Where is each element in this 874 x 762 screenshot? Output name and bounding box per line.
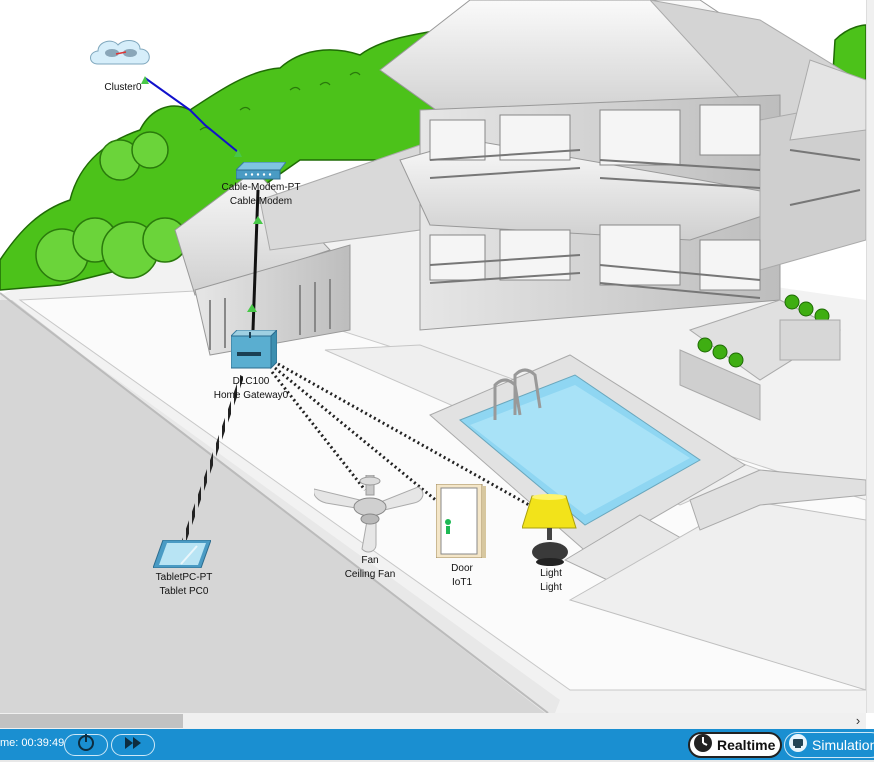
simulation-mode-tab[interactable]: Simulation [784,732,874,758]
simulation-icon [788,733,808,758]
home-gateway-icon[interactable] [229,328,279,370]
clock-icon [693,733,713,758]
ceiling-fan-name-label: Ceiling Fan [344,569,396,580]
fast-forward-button[interactable] [111,734,155,756]
house-background [0,0,866,713]
simulation-label: Simulation [812,737,874,753]
tablet-pc-icon[interactable] [152,539,212,569]
cluster-icon[interactable] [88,36,154,72]
tablet-pc-type-label: TabletPC-PT [155,572,213,583]
cable-modem-name-label: Cable Modem [229,196,293,207]
door-icon[interactable] [435,483,486,559]
realtime-label: Realtime [717,737,776,753]
scroll-right-arrow[interactable]: › [855,713,861,728]
logical-workspace[interactable]: Cluster0 Cable-Modem-PT Cable Modem DLC1… [0,0,866,713]
tablet-pc-name-label: Tablet PC0 [159,586,209,597]
cable-modem-type-label: Cable-Modem-PT [221,182,301,193]
lamp-name-label: Light [540,582,562,593]
lamp-type-label: Light [540,568,562,579]
cluster-label: Cluster0 [104,82,142,93]
vertical-scrollbar[interactable] [866,0,874,713]
door-name-label: IoT1 [451,577,473,588]
door-type-label: Door [451,563,473,574]
horizontal-scroll-thumb[interactable] [0,714,183,728]
home-gateway-name-label: Home Gateway0 [213,390,289,401]
lamp-icon[interactable] [521,494,578,568]
home-gateway-type-label: DLC100 [232,376,270,387]
realtime-mode-tab[interactable]: Realtime [688,732,782,758]
cable-modem-icon[interactable] [234,161,287,180]
horizontal-scrollbar[interactable]: › [0,713,866,729]
power-cycle-button[interactable] [64,733,108,758]
status-bar: me: 00:39:49 Realtime [0,729,874,762]
bottom-strip [0,760,874,762]
ceiling-fan-icon[interactable] [313,474,426,555]
power-cycle-icon [76,733,96,758]
ceiling-fan-type-label: Fan [361,555,379,566]
fast-forward-icon [123,736,143,755]
sim-time-readout: me: 00:39:49 [0,737,65,749]
